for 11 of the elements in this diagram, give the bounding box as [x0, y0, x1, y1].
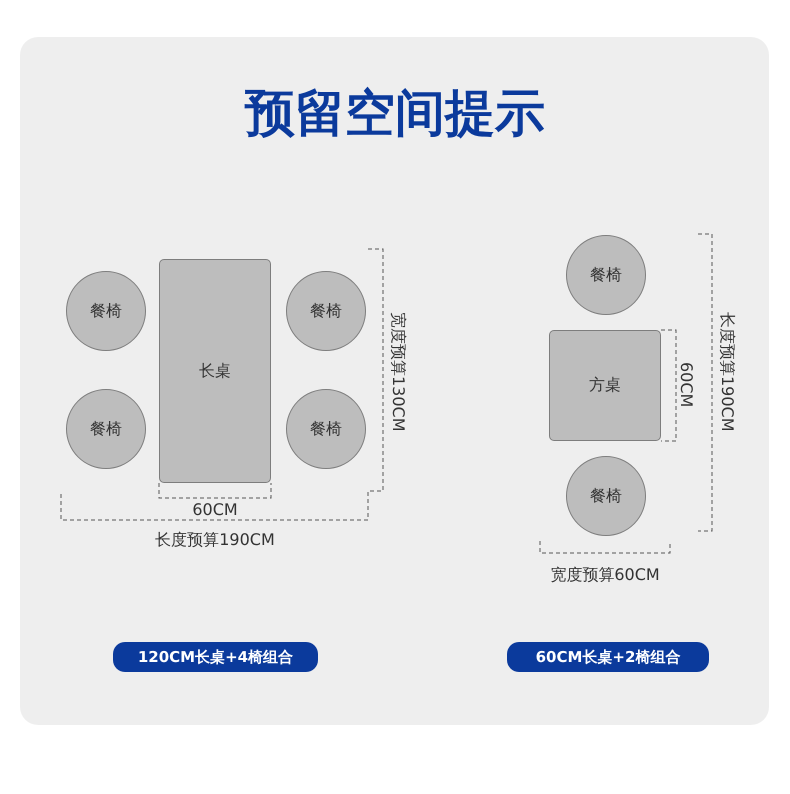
combo-label: 120CM长桌+4椅组合: [113, 642, 318, 672]
dimension-label: 宽度预算130CM: [390, 312, 406, 432]
combo-label: 60CM长桌+2椅组合: [507, 642, 709, 672]
dimension-label: 长度预算190CM: [719, 312, 735, 432]
table-rect: 方桌: [549, 330, 661, 441]
dimension-label: 60CM: [192, 502, 238, 518]
page-title: 预留空间提示: [244, 88, 546, 138]
dimension-label: 长度预算190CM: [155, 532, 275, 548]
dimension-label: 60CM: [678, 362, 694, 408]
dimension-label: 宽度预算60CM: [550, 567, 660, 583]
table-rect: 长桌: [159, 259, 271, 483]
